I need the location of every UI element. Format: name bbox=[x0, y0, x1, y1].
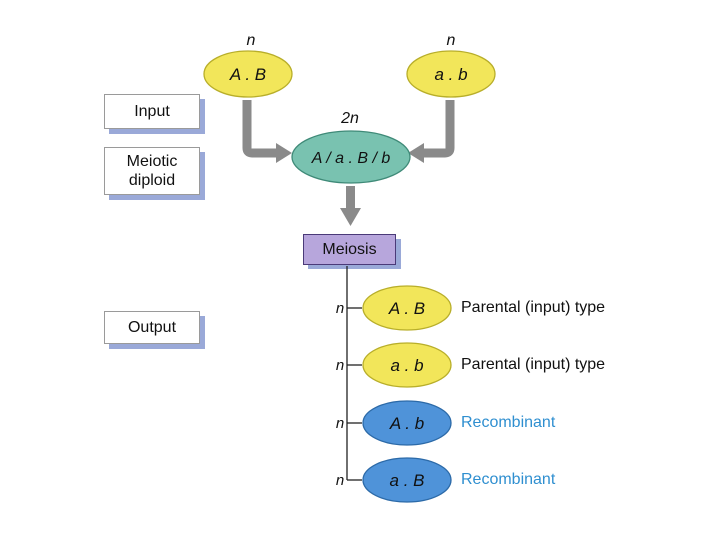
diploid-genotype: A / a . B / b bbox=[311, 150, 391, 167]
input-label: Input bbox=[134, 103, 170, 120]
left-parent-cell bbox=[203, 50, 293, 98]
output-type-2: Parental (input) type bbox=[461, 356, 605, 373]
output-ploidy-2: n bbox=[336, 357, 344, 374]
diploid-to-meiosis-arrow-shaft bbox=[346, 186, 355, 210]
output-genotype-2: a . b bbox=[390, 356, 423, 375]
right-parent-ploidy: n bbox=[447, 32, 456, 49]
output-cell-3 bbox=[362, 400, 452, 446]
output-type-4: Recombinant bbox=[461, 471, 556, 488]
input-label-box: Input bbox=[104, 94, 200, 129]
right-parent-cell bbox=[406, 50, 496, 98]
diploid-cell bbox=[291, 130, 411, 184]
meiotic-diploid-label-line2: diploid bbox=[128, 172, 176, 189]
output-cell-2 bbox=[362, 342, 452, 388]
right-parent-arrow-shaft bbox=[422, 100, 455, 158]
diploid-to-meiosis-arrow-head bbox=[340, 208, 361, 226]
meiosis-process-box: Meiosis bbox=[303, 234, 396, 265]
meiotic-diploid-label-line1: Meiotic bbox=[126, 153, 178, 170]
meiotic-diploid-label-box: Meiotic diploid bbox=[104, 147, 200, 195]
output-ploidy-1: n bbox=[336, 300, 344, 317]
output-genotype-4: a . B bbox=[390, 471, 425, 490]
output-genotype-1: A . B bbox=[388, 299, 425, 318]
output-type-3: Recombinant bbox=[461, 414, 556, 431]
diploid-ploidy: 2n bbox=[340, 110, 359, 127]
meiosis-label: Meiosis bbox=[322, 240, 377, 258]
right-parent-arrow-head bbox=[408, 143, 424, 163]
output-cell-1 bbox=[362, 285, 452, 331]
output-ploidy-3: n bbox=[336, 415, 344, 432]
left-parent-arrow-head bbox=[276, 143, 292, 163]
output-label-box: Output bbox=[104, 311, 200, 344]
right-parent-genotype: a . b bbox=[434, 65, 467, 84]
output-genotype-3: A . b bbox=[389, 414, 424, 433]
output-type-1: Parental (input) type bbox=[461, 299, 605, 316]
left-parent-genotype: A . B bbox=[229, 65, 266, 84]
output-label: Output bbox=[127, 319, 177, 336]
left-parent-arrow-shaft bbox=[242, 100, 278, 158]
output-cell-4 bbox=[362, 457, 452, 503]
output-ploidy-4: n bbox=[336, 472, 344, 489]
left-parent-ploidy: n bbox=[247, 32, 256, 49]
